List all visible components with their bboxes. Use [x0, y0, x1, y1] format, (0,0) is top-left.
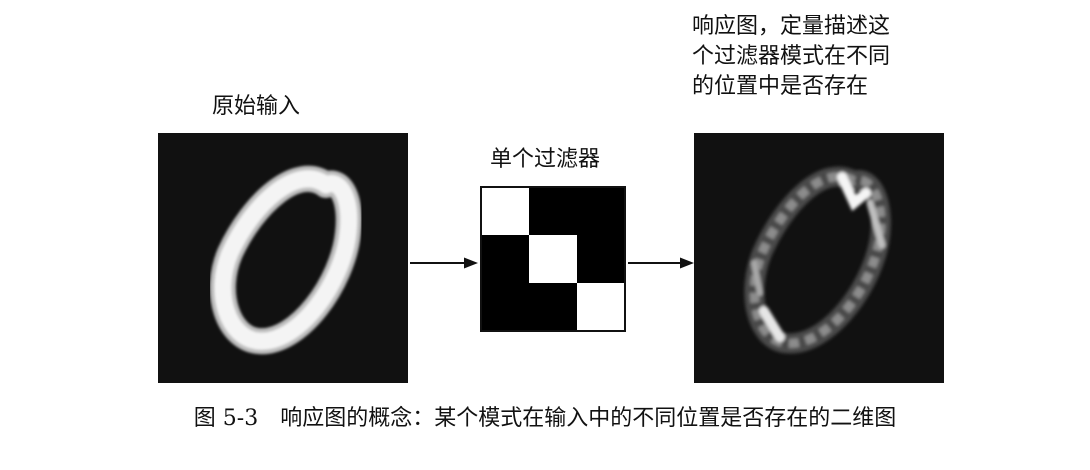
- arrow-filter-to-response: [628, 257, 694, 269]
- filter-cell: [481, 187, 529, 235]
- filter-border: [480, 186, 626, 332]
- response-map-graphic: [694, 133, 944, 383]
- filter-cell: [577, 235, 625, 283]
- filter-cell: [577, 187, 625, 235]
- response-label: 响应图，定量描述这 个过滤器模式在不同 的位置中是否存在: [692, 14, 891, 99]
- filter-cell: [577, 283, 625, 331]
- filter-grid: [480, 186, 626, 332]
- filter-cell: [529, 283, 577, 331]
- filter-cell: [529, 235, 577, 283]
- input-digit-graphic: [158, 133, 408, 383]
- input-label: 原始输入: [212, 94, 301, 119]
- input-image: [158, 133, 408, 383]
- filter-label: 单个过滤器: [490, 147, 601, 172]
- filter-cell: [529, 187, 577, 235]
- arrow-input-to-filter: [410, 257, 478, 269]
- response-map-image: [694, 133, 944, 383]
- filter-cell: [481, 283, 529, 331]
- figure-caption: 图 5-3 响应图的概念：某个模式在输入中的不同位置是否存在的二维图: [193, 406, 897, 431]
- filter-cell: [481, 235, 529, 283]
